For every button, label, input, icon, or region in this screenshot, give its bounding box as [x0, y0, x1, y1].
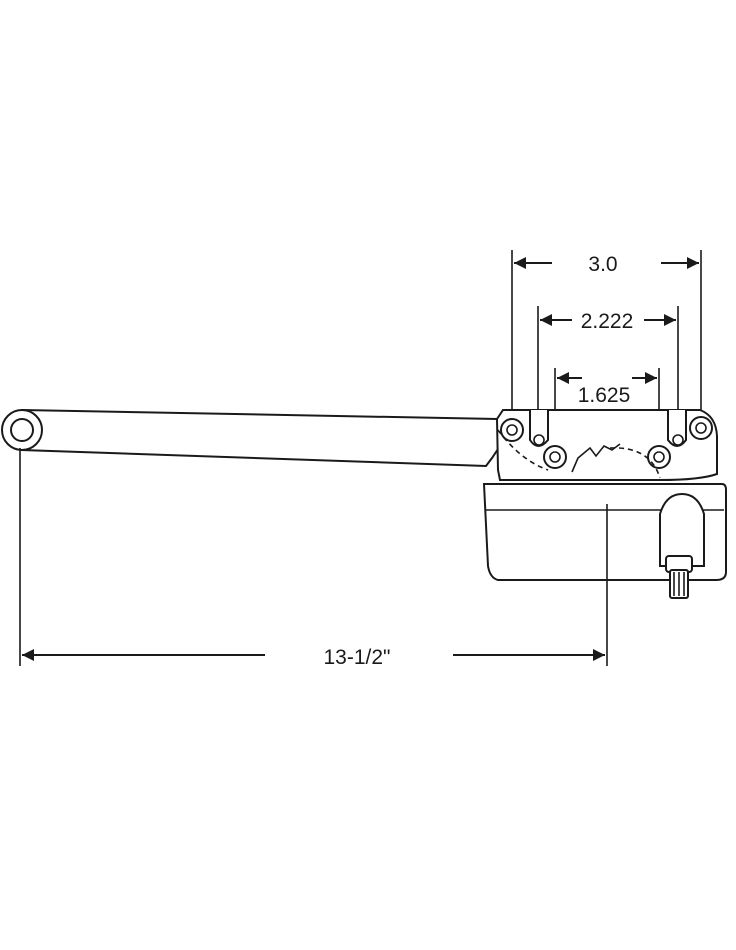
screw-boss: [543, 445, 567, 469]
screw-hole: [695, 422, 707, 434]
crank-boss: [659, 492, 705, 567]
screw-boss: [689, 416, 713, 440]
arm-bar: [21, 408, 506, 468]
slot: [529, 410, 549, 447]
screw-boss: [647, 445, 671, 469]
mounting-holes: [529, 410, 713, 469]
screw-hole: [653, 451, 665, 463]
pivot-hole: [506, 424, 518, 436]
pivot-boss: [500, 418, 524, 442]
gear-teeth: [571, 443, 621, 473]
dimension-arm-length: 13-1/2": [19, 448, 608, 669]
dimension-inner-spacing: 1.625: [554, 368, 660, 448]
dimension-label: 1.625: [578, 384, 631, 407]
screw-hole: [533, 434, 545, 446]
dimension-overall-spacing: 3.0: [511, 250, 702, 418]
mounting-plate: [495, 409, 718, 481]
dimension-middle-spacing: 2.222: [537, 306, 679, 424]
hidden-gear-edge: [609, 447, 661, 479]
dimension-label: 2.222: [581, 310, 634, 333]
dimension-label: 3.0: [588, 253, 617, 276]
gear-housing: [482, 483, 727, 599]
arm-end-hole: [10, 418, 34, 442]
dimension-label: 13-1/2": [324, 646, 391, 669]
screw-hole: [549, 451, 561, 463]
screw-hole: [672, 434, 684, 446]
operator-arm: [1, 408, 506, 468]
